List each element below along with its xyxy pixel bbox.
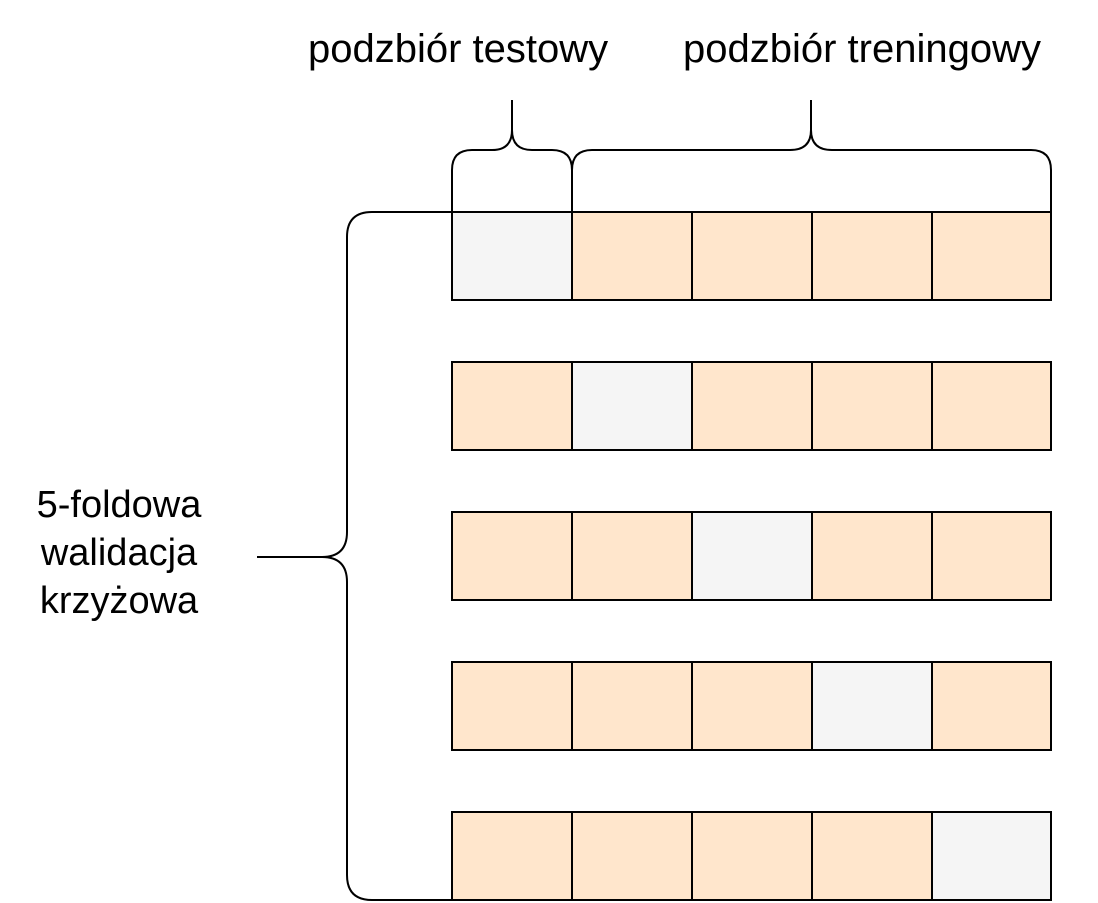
train-fold-cell [571, 661, 693, 751]
train-fold-cell [811, 511, 933, 601]
fold-row [451, 211, 1052, 301]
cross-validation-label-line-2: walidacja [40, 532, 198, 574]
train-fold-cell [571, 211, 693, 301]
train-fold-cell [931, 361, 1052, 451]
fold-row [451, 811, 1052, 901]
train-fold-cell [931, 511, 1052, 601]
train-fold-cell [691, 661, 813, 751]
train-fold-cell [451, 661, 573, 751]
train-fold-cell [931, 211, 1052, 301]
test-fold-cell [451, 211, 573, 301]
test-fold-cell [931, 811, 1052, 901]
train-subset-label: podzbiór treningowy [683, 27, 1041, 71]
cross-validation-label: 5-foldowa walidacja krzyżowa [14, 481, 224, 625]
train-fold-cell [451, 811, 573, 901]
train-fold-cell [691, 811, 813, 901]
train-fold-cell [451, 511, 573, 601]
fold-row [451, 361, 1052, 451]
train-fold-cell [931, 661, 1052, 751]
train-fold-cell [811, 211, 933, 301]
test-fold-cell [691, 511, 813, 601]
train-fold-cell [811, 361, 933, 451]
fold-row [451, 661, 1052, 751]
train-subset-brace [571, 100, 1052, 212]
test-subset-brace [451, 100, 573, 212]
train-fold-cell [691, 361, 813, 451]
train-fold-cell [571, 811, 693, 901]
fold-row [451, 511, 1052, 601]
train-fold-cell [451, 361, 573, 451]
train-fold-cell [811, 811, 933, 901]
test-fold-cell [811, 661, 933, 751]
cross-validation-label-line-3: krzyżowa [39, 580, 199, 622]
test-fold-cell [571, 361, 693, 451]
train-fold-cell [691, 211, 813, 301]
cross-validation-label-line-1: 5-foldowa [36, 484, 202, 526]
folds-brace [257, 211, 452, 901]
test-subset-label: podzbiór testowy [308, 27, 609, 71]
fold-rows [451, 211, 1052, 901]
train-fold-cell [571, 511, 693, 601]
